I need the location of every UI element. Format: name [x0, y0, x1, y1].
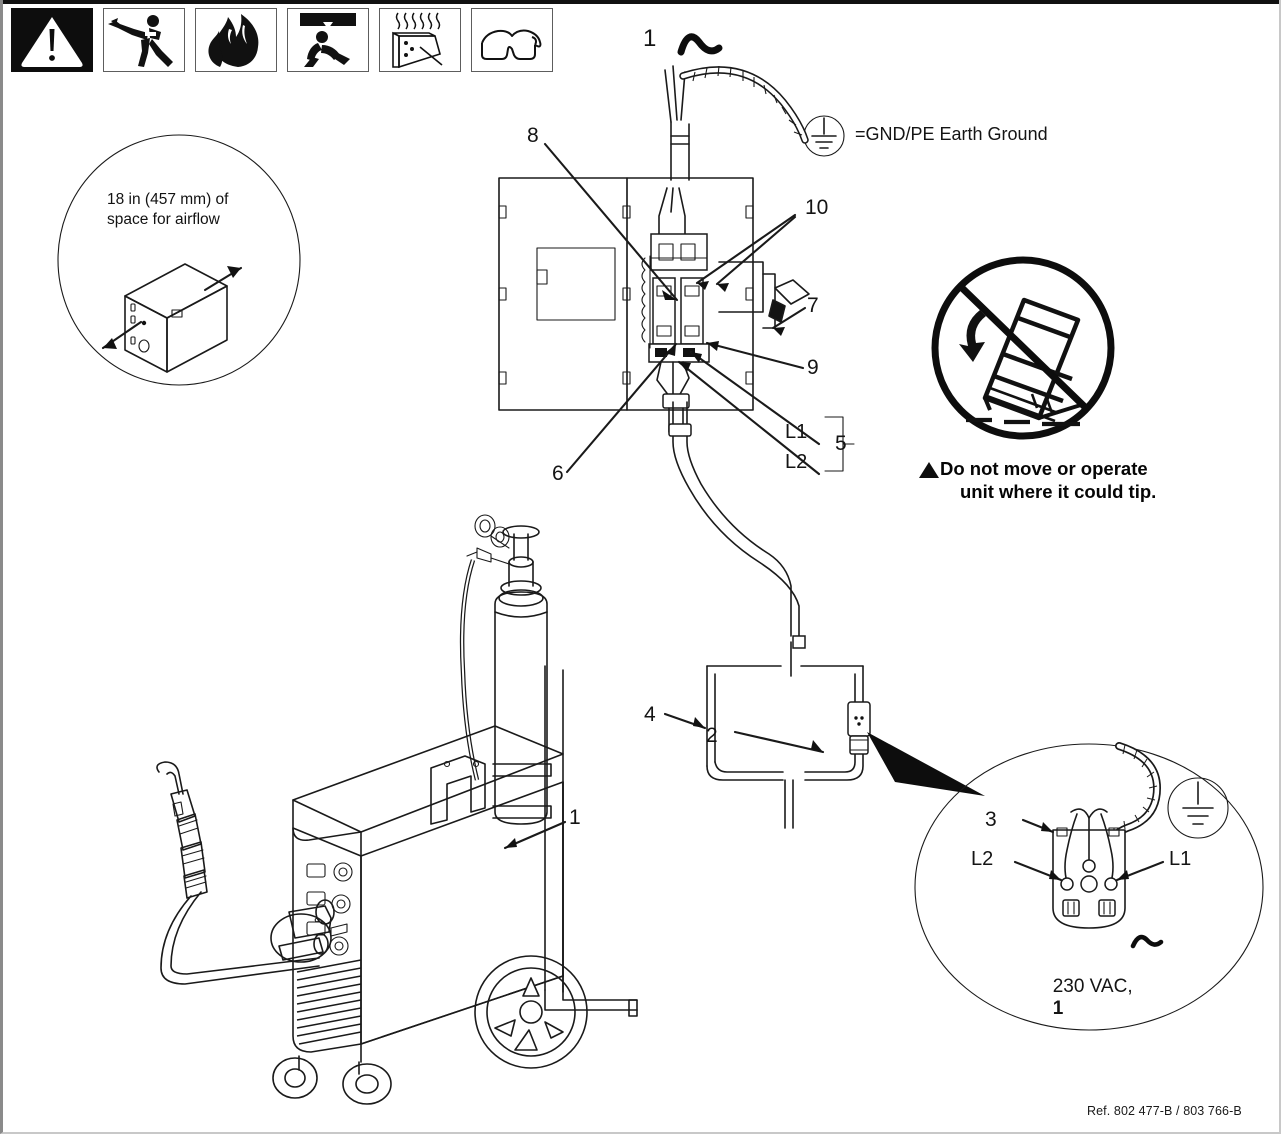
tip-warning-block: Do not move or operate unit where it cou…	[908, 248, 1156, 502]
callout-3: 3	[985, 808, 997, 831]
no-tip-circle-slash-icon	[931, 256, 1115, 440]
callout-10: 10	[805, 196, 829, 219]
fire-hazard-icon	[195, 8, 277, 72]
callout-5: 5	[835, 432, 847, 455]
falling-crushing-icon	[287, 8, 369, 72]
airflow-callout-circle: 18 in (457 mm) of space for airflow	[55, 132, 303, 388]
callout-1: 1	[569, 806, 581, 829]
top-rule	[3, 0, 1279, 4]
hot-surface-panel-icon	[379, 8, 461, 72]
callout-leaders-box	[543, 142, 821, 476]
airflow-note-line2: space for airflow	[107, 211, 220, 228]
ground-legend-label: =GND/PE Earth Ground	[855, 124, 1048, 144]
callout-leader-2	[733, 730, 825, 754]
reference-number: Ref. 802 477-B / 803 766-B	[1087, 1104, 1242, 1118]
mig-welding-gun	[143, 760, 343, 990]
earth-ground-icon-detail	[1167, 777, 1229, 839]
callout-2: 2	[706, 724, 718, 747]
welding-power-source	[233, 660, 653, 1105]
receptacle-voltage-text: 230 VAC,	[1052, 975, 1133, 997]
warning-exclamation-icon	[11, 8, 93, 72]
line-label-l1: L1	[785, 421, 808, 443]
line-terminals-bracket	[824, 416, 855, 472]
callout-leader-4	[663, 712, 707, 730]
callout-4: 4	[644, 703, 656, 726]
tip-warning-line1: Do not move or operate	[940, 458, 1148, 479]
input-cord-run	[668, 401, 806, 649]
tip-warning-line2: unit where it could tip.	[960, 481, 1157, 502]
receptacle-label-l1: L1	[1169, 848, 1192, 870]
input-power-cord-loop	[693, 640, 953, 830]
disconnect-internals	[623, 182, 823, 433]
callout-6: 6	[552, 462, 564, 485]
tip-warning-triangle-icon	[918, 460, 940, 480]
supply-cable-and-ground-lead	[633, 40, 893, 190]
callout-leader-1	[503, 820, 567, 850]
receptacle-detail-circle: 3 L2 L1 230 VAC, 1	[911, 742, 1267, 1032]
line-label-l2: L2	[785, 451, 808, 473]
top-phase-sine-icon	[675, 26, 745, 70]
airflow-note-line1: 18 in (457 mm) of	[107, 191, 229, 208]
eye-protection-icon	[471, 8, 553, 72]
receptacle-label-l2: L2	[971, 848, 994, 870]
shielding-gas-cylinder	[451, 512, 591, 872]
top-phase-number: 1	[643, 25, 657, 52]
callout-9: 9	[807, 356, 819, 379]
callout-8: 8	[527, 124, 539, 147]
detail-zoom-pointer	[867, 732, 985, 796]
callout-7: 7	[807, 294, 819, 317]
receptacle-phase-number: 1	[1052, 997, 1064, 1019]
safety-icon-strip	[11, 0, 571, 78]
line-disconnect-device	[495, 170, 765, 420]
electric-shock-icon	[103, 8, 185, 72]
receptacle-voltage: 230 VAC, 1	[1021, 954, 1133, 1041]
